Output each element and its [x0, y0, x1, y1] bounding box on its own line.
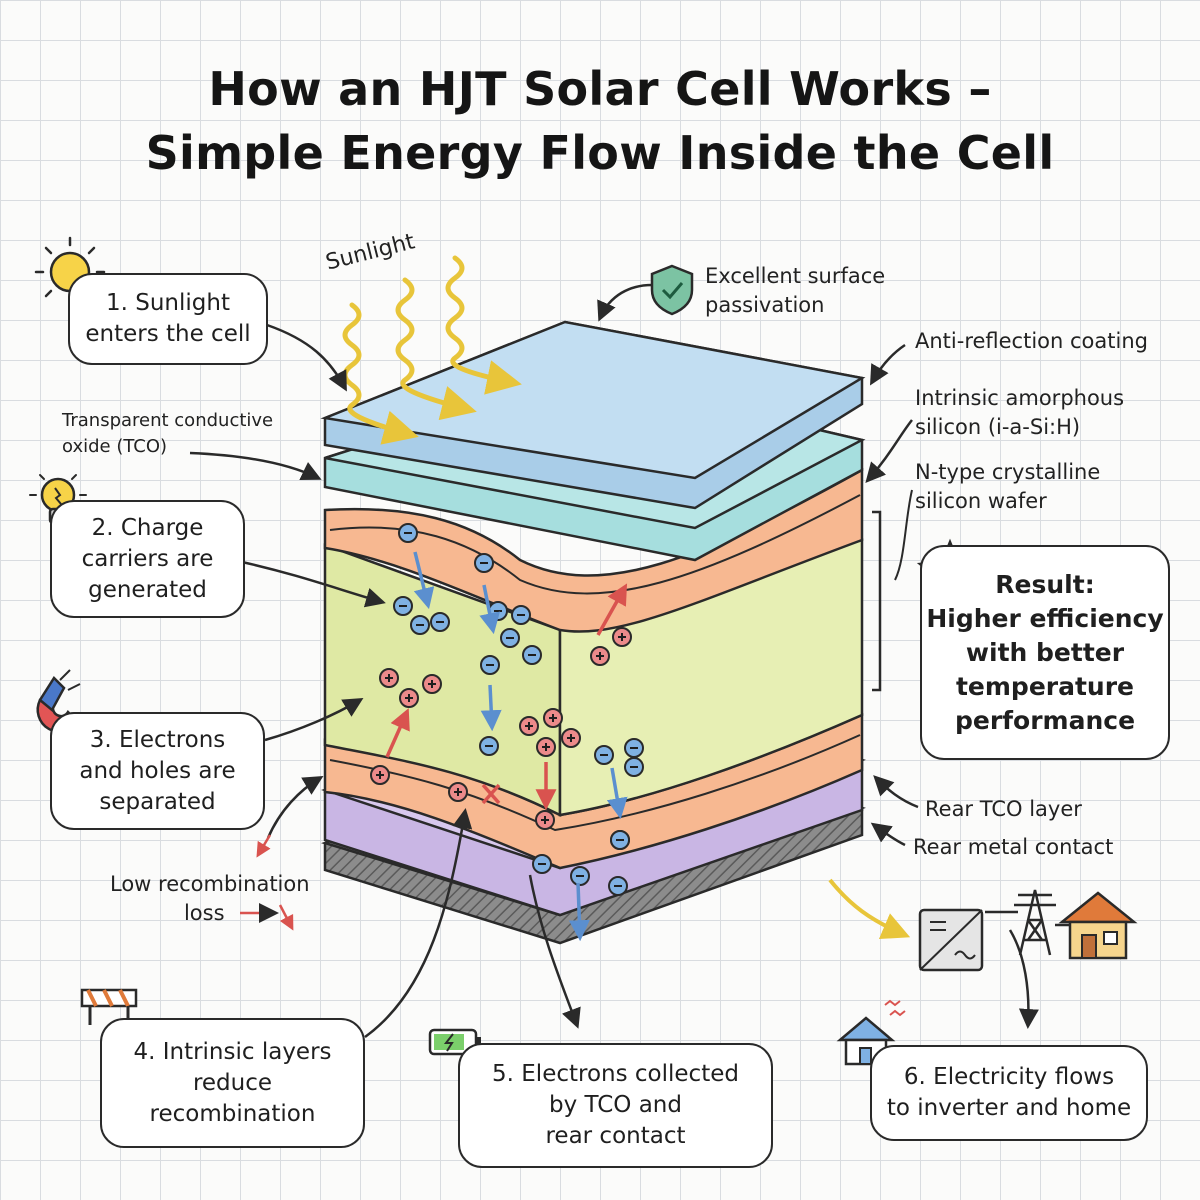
- step-4-line: reduce: [192, 1069, 273, 1096]
- barrier-icon: [80, 988, 138, 1025]
- title-line-1: How an HJT Solar Cell Works –: [208, 62, 992, 116]
- electron-arrow: [413, 551, 435, 610]
- step-4-line: 4. Intrinsic layers: [133, 1038, 332, 1065]
- step-2-line: carriers are: [81, 545, 214, 572]
- step-1-box: 1. Sunlight enters the cell: [68, 273, 268, 365]
- rear-metal-label: Rear metal contact: [913, 835, 1114, 859]
- hole-arrow: [596, 583, 628, 636]
- step-1-line: enters the cell: [85, 321, 251, 347]
- title-line-2: Simple Energy Flow Inside the Cell: [145, 126, 1055, 180]
- sunlight-rays: [342, 255, 522, 445]
- electron-arrow: [480, 684, 502, 732]
- intrinsic-label: Intrinsic amorphous silicon (i-a-Si:H): [915, 386, 1125, 439]
- step-5-box: 5. Electrons collected by TCO and rear c…: [458, 1043, 773, 1168]
- step-3-box: 3. Electrons and holes are separated: [50, 712, 265, 830]
- step-2-box: 2. Charge carriers are generated: [50, 500, 245, 618]
- electron-arrow: [479, 584, 501, 635]
- battery-icon: [428, 1028, 481, 1056]
- house-icon: [1058, 891, 1138, 960]
- low-recombination-label: Low recombination loss: [110, 872, 310, 925]
- step-2-line: generated: [88, 576, 207, 603]
- step-5-line: 5. Electrons collected: [492, 1061, 739, 1087]
- step-3-line: separated: [99, 788, 216, 815]
- power-out-arrow: [828, 878, 911, 940]
- step-3-line: and holes are: [79, 757, 236, 784]
- step-6-box: 6. Electricity flows to inverter and hom…: [870, 1045, 1148, 1141]
- result-box: Result: Higher efficiency with better te…: [920, 545, 1170, 760]
- result-line: temperature: [955, 671, 1135, 701]
- inverter-icon: [918, 908, 984, 972]
- electron-arrow: [606, 767, 628, 820]
- charge-arrows: [385, 551, 628, 942]
- anti-reflection-label: Anti-reflection coating: [915, 329, 1148, 353]
- rear-tco-label: Rear TCO layer: [925, 797, 1082, 821]
- step-5-line: by TCO and: [549, 1092, 682, 1118]
- result-heading: Result:: [995, 569, 1095, 599]
- result-line: performance: [954, 705, 1136, 735]
- electron-arrow: [568, 882, 590, 942]
- step-4-line: recombination: [149, 1100, 316, 1127]
- step-1-line: 1. Sunlight: [106, 290, 230, 316]
- recombination-cross-icon: [481, 783, 501, 805]
- tco-label: Transparent conductive oxide (TCO): [62, 410, 274, 457]
- result-line: with better: [965, 637, 1125, 667]
- wafer-bracket: [872, 510, 882, 692]
- step-6-line: to inverter and home: [886, 1095, 1132, 1121]
- step-5-line: rear contact: [545, 1123, 686, 1149]
- connector-arrows: [189, 283, 1039, 1039]
- charge-carriers: [370, 523, 644, 896]
- hole-arrow: [385, 708, 410, 758]
- step-4-box: 4. Intrinsic layers reduce recombination: [100, 1018, 365, 1148]
- surface-passivation-label: Excellent surface passivation: [705, 264, 886, 317]
- wafer-leader-line: [894, 489, 913, 581]
- power-tower-icon: [1014, 889, 1056, 956]
- result-line: Higher efficiency: [926, 603, 1164, 633]
- step-3-line: 3. Electrons: [89, 726, 226, 753]
- ntype-wafer-label: N-type crystalline silicon wafer: [915, 460, 1101, 513]
- step-2-line: 2. Charge: [91, 514, 204, 541]
- shield-check-icon: [650, 264, 694, 316]
- step-6-line: 6. Electricity flows: [903, 1064, 1115, 1090]
